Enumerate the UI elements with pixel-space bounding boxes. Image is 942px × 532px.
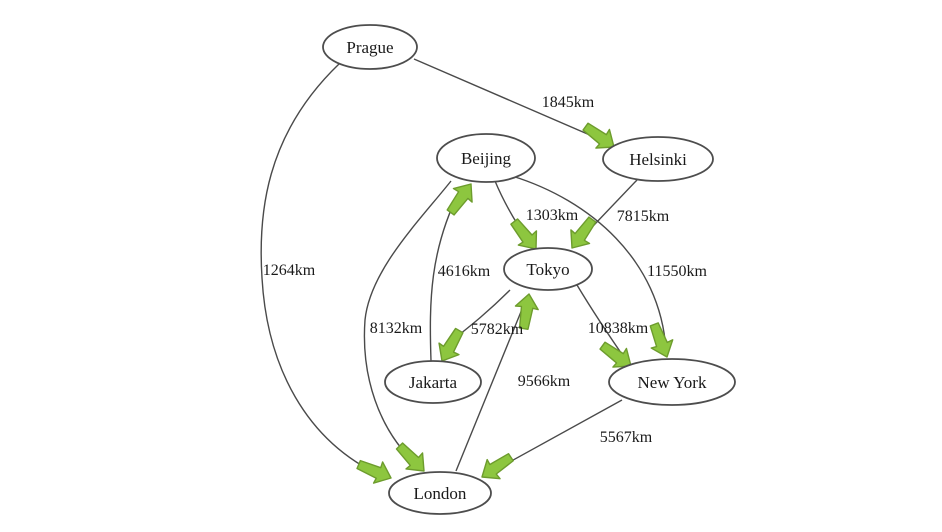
node-label: New York — [638, 373, 707, 392]
node-london: London — [388, 471, 492, 515]
distance-label: 8132km — [370, 320, 423, 337]
edge-prague-london: 1264km — [260, 63, 397, 490]
edge-tokyo-jakarta: 5782km — [431, 289, 524, 368]
node-ellipse — [602, 136, 714, 182]
direction-arrow-icon — [440, 176, 482, 220]
distance-label: 10838km — [588, 320, 649, 337]
node-beijing: Beijing — [436, 133, 536, 183]
distance-label: 7815km — [617, 208, 670, 225]
distance-label: 11550km — [647, 263, 707, 280]
node-ellipse — [388, 471, 492, 515]
edge-beijing-tokyo: 1303km — [494, 180, 579, 257]
node-ellipse — [436, 133, 536, 183]
distance-label: 1264km — [263, 262, 316, 279]
edge-line — [455, 296, 528, 472]
edge-line — [511, 175, 667, 351]
edge-line — [260, 63, 385, 478]
edge-helsinki-tokyo: 7815km — [561, 179, 670, 256]
node-ellipse — [608, 358, 736, 406]
direction-arrow-icon — [353, 453, 397, 490]
node-jakarta: Jakarta — [384, 360, 482, 404]
edge-prague-helsinki: 1845km — [413, 58, 622, 158]
node-label: Prague — [346, 38, 393, 57]
node-newyork: New York — [608, 358, 736, 406]
edge-tokyo-newyork: 10838km — [576, 284, 649, 377]
node-label: Helsinki — [629, 150, 687, 169]
node-label: Beijing — [461, 149, 512, 168]
node-label: Tokyo — [526, 260, 569, 279]
node-ellipse — [384, 360, 482, 404]
node-ellipse — [503, 247, 593, 291]
node-prague: Prague — [322, 24, 418, 70]
edge-jakarta-beijing: 4616km — [429, 176, 491, 362]
node-tokyo: Tokyo — [503, 247, 593, 291]
distance-label: 9566km — [518, 373, 571, 390]
edge-london-tokyo: 9566km — [455, 291, 571, 472]
distance-label: 5567km — [600, 429, 653, 446]
distance-label: 1303km — [526, 207, 579, 224]
edge-newyork-london: 5567km — [474, 399, 653, 488]
edge-line — [413, 58, 607, 143]
node-label: Jakarta — [409, 373, 458, 392]
direction-arrow-icon — [643, 319, 679, 362]
distance-label: 1845km — [542, 94, 595, 111]
distance-label: 5782km — [471, 321, 524, 338]
node-helsinki: Helsinki — [602, 136, 714, 182]
node-ellipse — [322, 24, 418, 70]
node-label: London — [414, 484, 467, 503]
edge-line — [363, 180, 452, 467]
distance-label: 4616km — [438, 263, 491, 280]
edge-beijing-newyork: 11550km — [511, 175, 707, 362]
edge-beijing-london: 8132km — [363, 180, 452, 480]
